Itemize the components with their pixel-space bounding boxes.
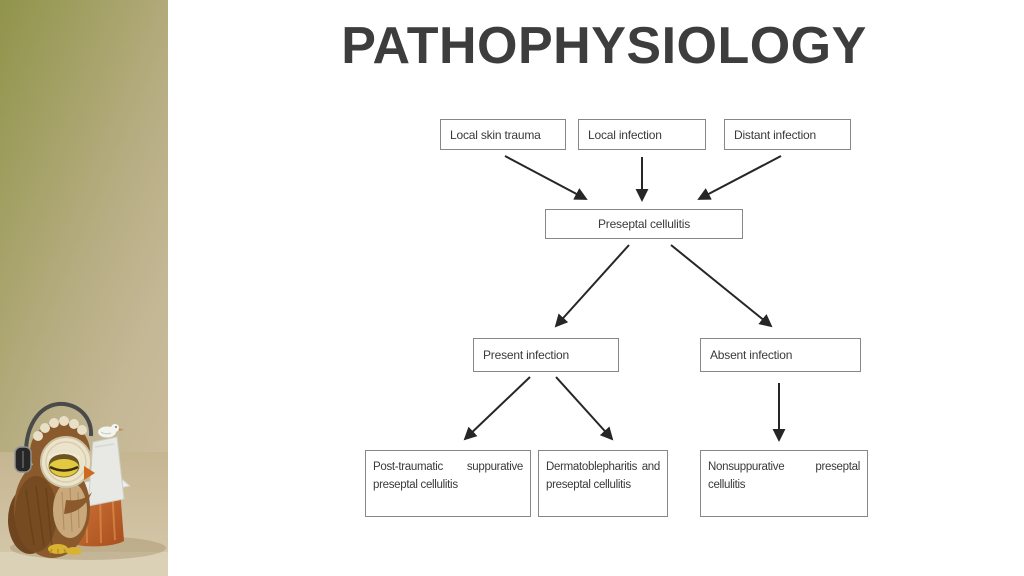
flowchart-node-local-skin-trauma: Local skin trauma xyxy=(440,119,566,150)
arrow-skin-trauma-to-preseptal xyxy=(504,155,588,200)
arrow-present-to-dermatoblepharitis xyxy=(555,376,614,441)
flowchart-node-nonsuppurative: Nonsuppurative preseptal cellulitis xyxy=(700,450,868,517)
arrow-preseptal-to-absent xyxy=(670,244,773,328)
flowchart-node-post-traumatic-suppurative: Post-traumatic suppurative preseptal cel… xyxy=(365,450,531,517)
flowchart-node-absent-infection: Absent infection xyxy=(700,338,861,372)
owl-laptop-photo xyxy=(0,0,168,576)
flowchart-node-local-infection: Local infection xyxy=(578,119,706,150)
flowchart-node-distant-infection: Distant infection xyxy=(724,119,851,150)
flowchart-node-present-infection: Present infection xyxy=(473,338,619,372)
arrow-preseptal-to-present xyxy=(554,244,630,328)
arrow-distant-infection-to-preseptal xyxy=(697,155,782,200)
arrow-present-to-post-traumatic xyxy=(463,376,531,441)
flowchart-node-preseptal-cellulitis: Preseptal cellulitis xyxy=(545,209,743,239)
slide-title: PATHOPHYSIOLOGY xyxy=(341,17,867,75)
flowchart-node-dermatoblepharitis: Dermatoblepharitis and preseptal celluli… xyxy=(538,450,668,517)
owl-photo-illustration xyxy=(0,0,168,576)
